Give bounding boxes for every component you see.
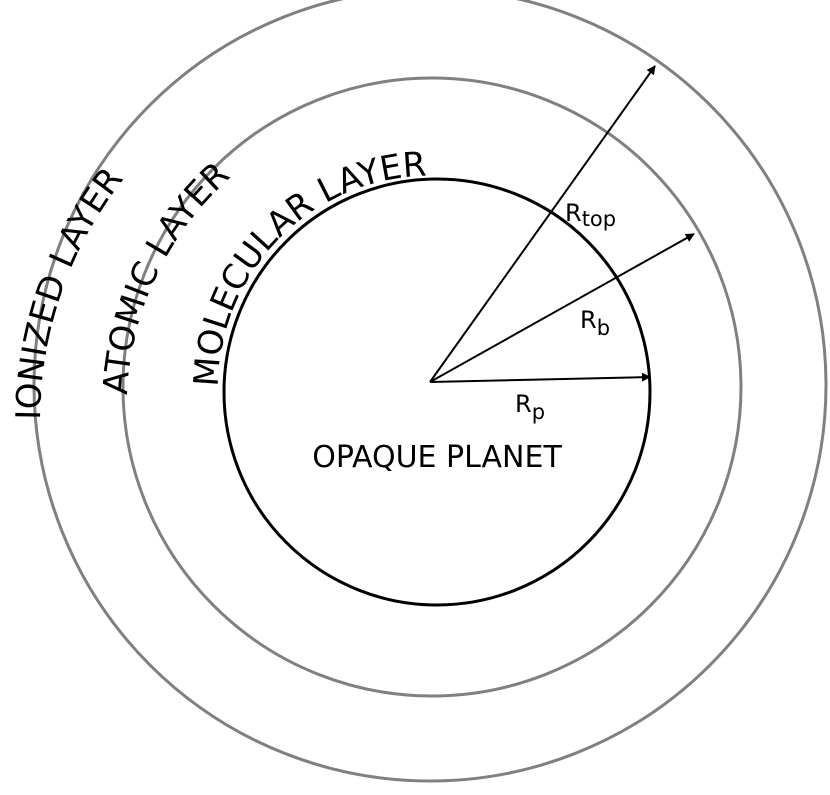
radius-b-arrow bbox=[429, 233, 695, 383]
radius-p-arrow bbox=[429, 372, 651, 383]
atomic-layer-boundary bbox=[121, 76, 743, 698]
ionized-layer-boundary bbox=[32, 0, 828, 783]
radius-b-label: Rb bbox=[580, 306, 610, 340]
radius-top-label: Rtop bbox=[565, 199, 616, 231]
radius-top-arrow bbox=[429, 65, 656, 383]
opaque-planet-boundary bbox=[222, 177, 652, 607]
opaque-planet-label: OPAQUE PLANET bbox=[312, 440, 562, 475]
radius-p-label: Rp bbox=[515, 390, 545, 424]
